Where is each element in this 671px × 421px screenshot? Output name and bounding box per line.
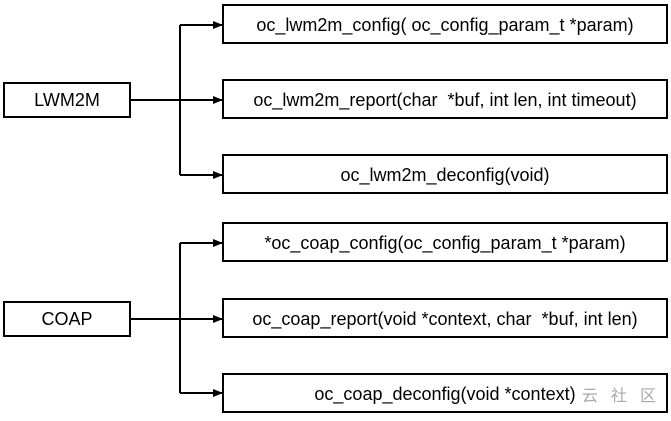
lwm2m-source-box — [3, 82, 131, 118]
lwm2m-config-box — [222, 4, 668, 44]
coap-source-box — [3, 301, 131, 337]
lwm2m-config-label: oc_lwm2m_config( oc_config_param_t *para… — [256, 15, 633, 36]
coap-report-box — [222, 298, 668, 338]
lwm2m-deconfig-box — [222, 154, 668, 194]
coap-deconfig-label: oc_coap_deconfig(void *context) — [314, 384, 575, 405]
watermark-text: 云 社 区 — [582, 386, 660, 405]
coap-deconfig-box — [222, 373, 668, 413]
coap-source-label: COAP — [41, 309, 92, 329]
lwm2m-report-box — [222, 79, 668, 119]
coap-report-label: oc_coap_report(void *context, char *buf,… — [252, 309, 637, 330]
coap-config-box — [222, 222, 668, 262]
lwm2m-source-label: LWM2M — [34, 90, 100, 110]
coap-config-label: *oc_coap_config(oc_config_param_t *param… — [264, 233, 625, 254]
lwm2m-report-label: oc_lwm2m_report(char *buf, int len, int … — [253, 90, 636, 111]
lwm2m-deconfig-label: oc_lwm2m_deconfig(void) — [340, 165, 549, 186]
group-lwm2m: LWM2M oc_lwm2m_config( oc_config_param_t… — [3, 4, 668, 194]
group-coap: COAP *oc_coap_config(oc_config_param_t *… — [3, 222, 668, 413]
